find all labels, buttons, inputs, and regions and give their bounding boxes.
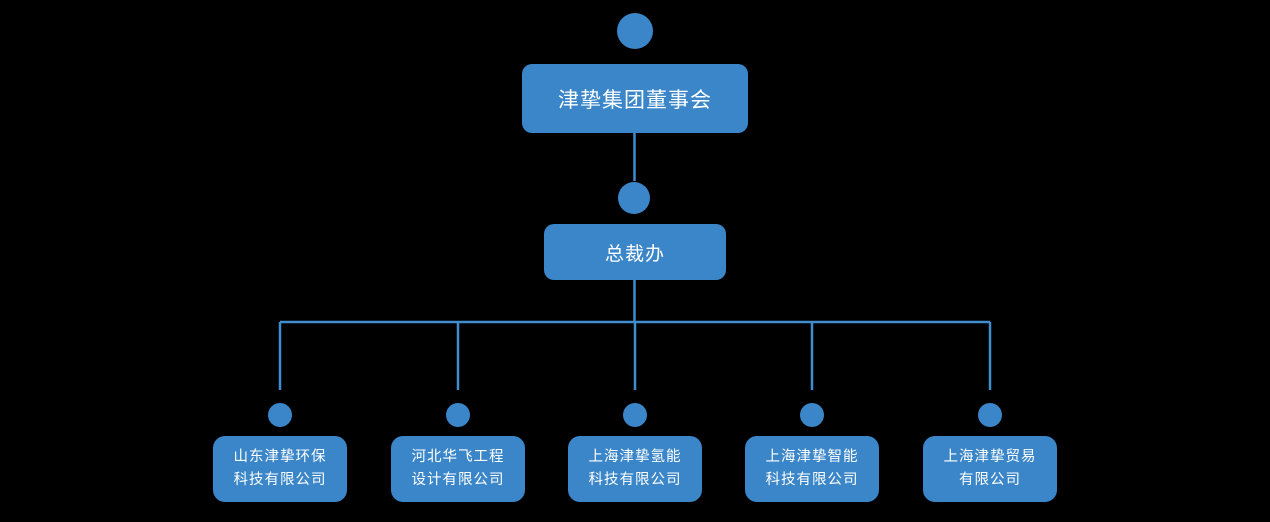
subsidiary-label-line1: 上海津挚贸易 — [943, 449, 1037, 465]
subsidiary-label-line1: 河北华飞工程 — [411, 449, 505, 465]
subsidiary-node-dot — [800, 403, 824, 427]
subsidiary-node-dot — [623, 403, 647, 427]
subsidiary-label-line2: 科技有限公司 — [233, 472, 327, 488]
org-node-subsidiary-5: 上海津挚贸易 有限公司 — [923, 436, 1057, 502]
org-node-office-label: 总裁办 — [604, 242, 665, 265]
subsidiary-label-line2: 设计有限公司 — [411, 472, 505, 488]
subsidiary-node-dot — [446, 403, 470, 427]
subsidiary-node-dot — [268, 403, 292, 427]
org-node-subsidiary-3: 上海津挚氢能 科技有限公司 — [568, 436, 702, 502]
subsidiary-label-line2: 有限公司 — [959, 472, 1021, 488]
subsidiary-label-line2: 科技有限公司 — [765, 472, 859, 488]
org-node-subsidiary-2: 河北华飞工程 设计有限公司 — [391, 436, 525, 502]
org-node-subsidiary-1: 山东津挚环保 科技有限公司 — [213, 436, 347, 502]
root-node-dot — [617, 13, 653, 49]
subsidiary-node-dot — [978, 403, 1002, 427]
org-node-board-label: 津挚集团董事会 — [558, 87, 712, 112]
subsidiary-label-line1: 上海津挚氢能 — [588, 449, 682, 465]
subsidiary-label-line1: 山东津挚环保 — [233, 449, 327, 465]
office-node-dot — [618, 182, 650, 214]
org-node-subsidiary-4: 上海津挚智能 科技有限公司 — [745, 436, 879, 502]
org-node-board: 津挚集团董事会 — [522, 64, 748, 133]
subsidiary-label-line2: 科技有限公司 — [588, 472, 682, 488]
subsidiary-label-line1: 上海津挚智能 — [765, 449, 859, 465]
org-node-office: 总裁办 — [544, 224, 726, 280]
